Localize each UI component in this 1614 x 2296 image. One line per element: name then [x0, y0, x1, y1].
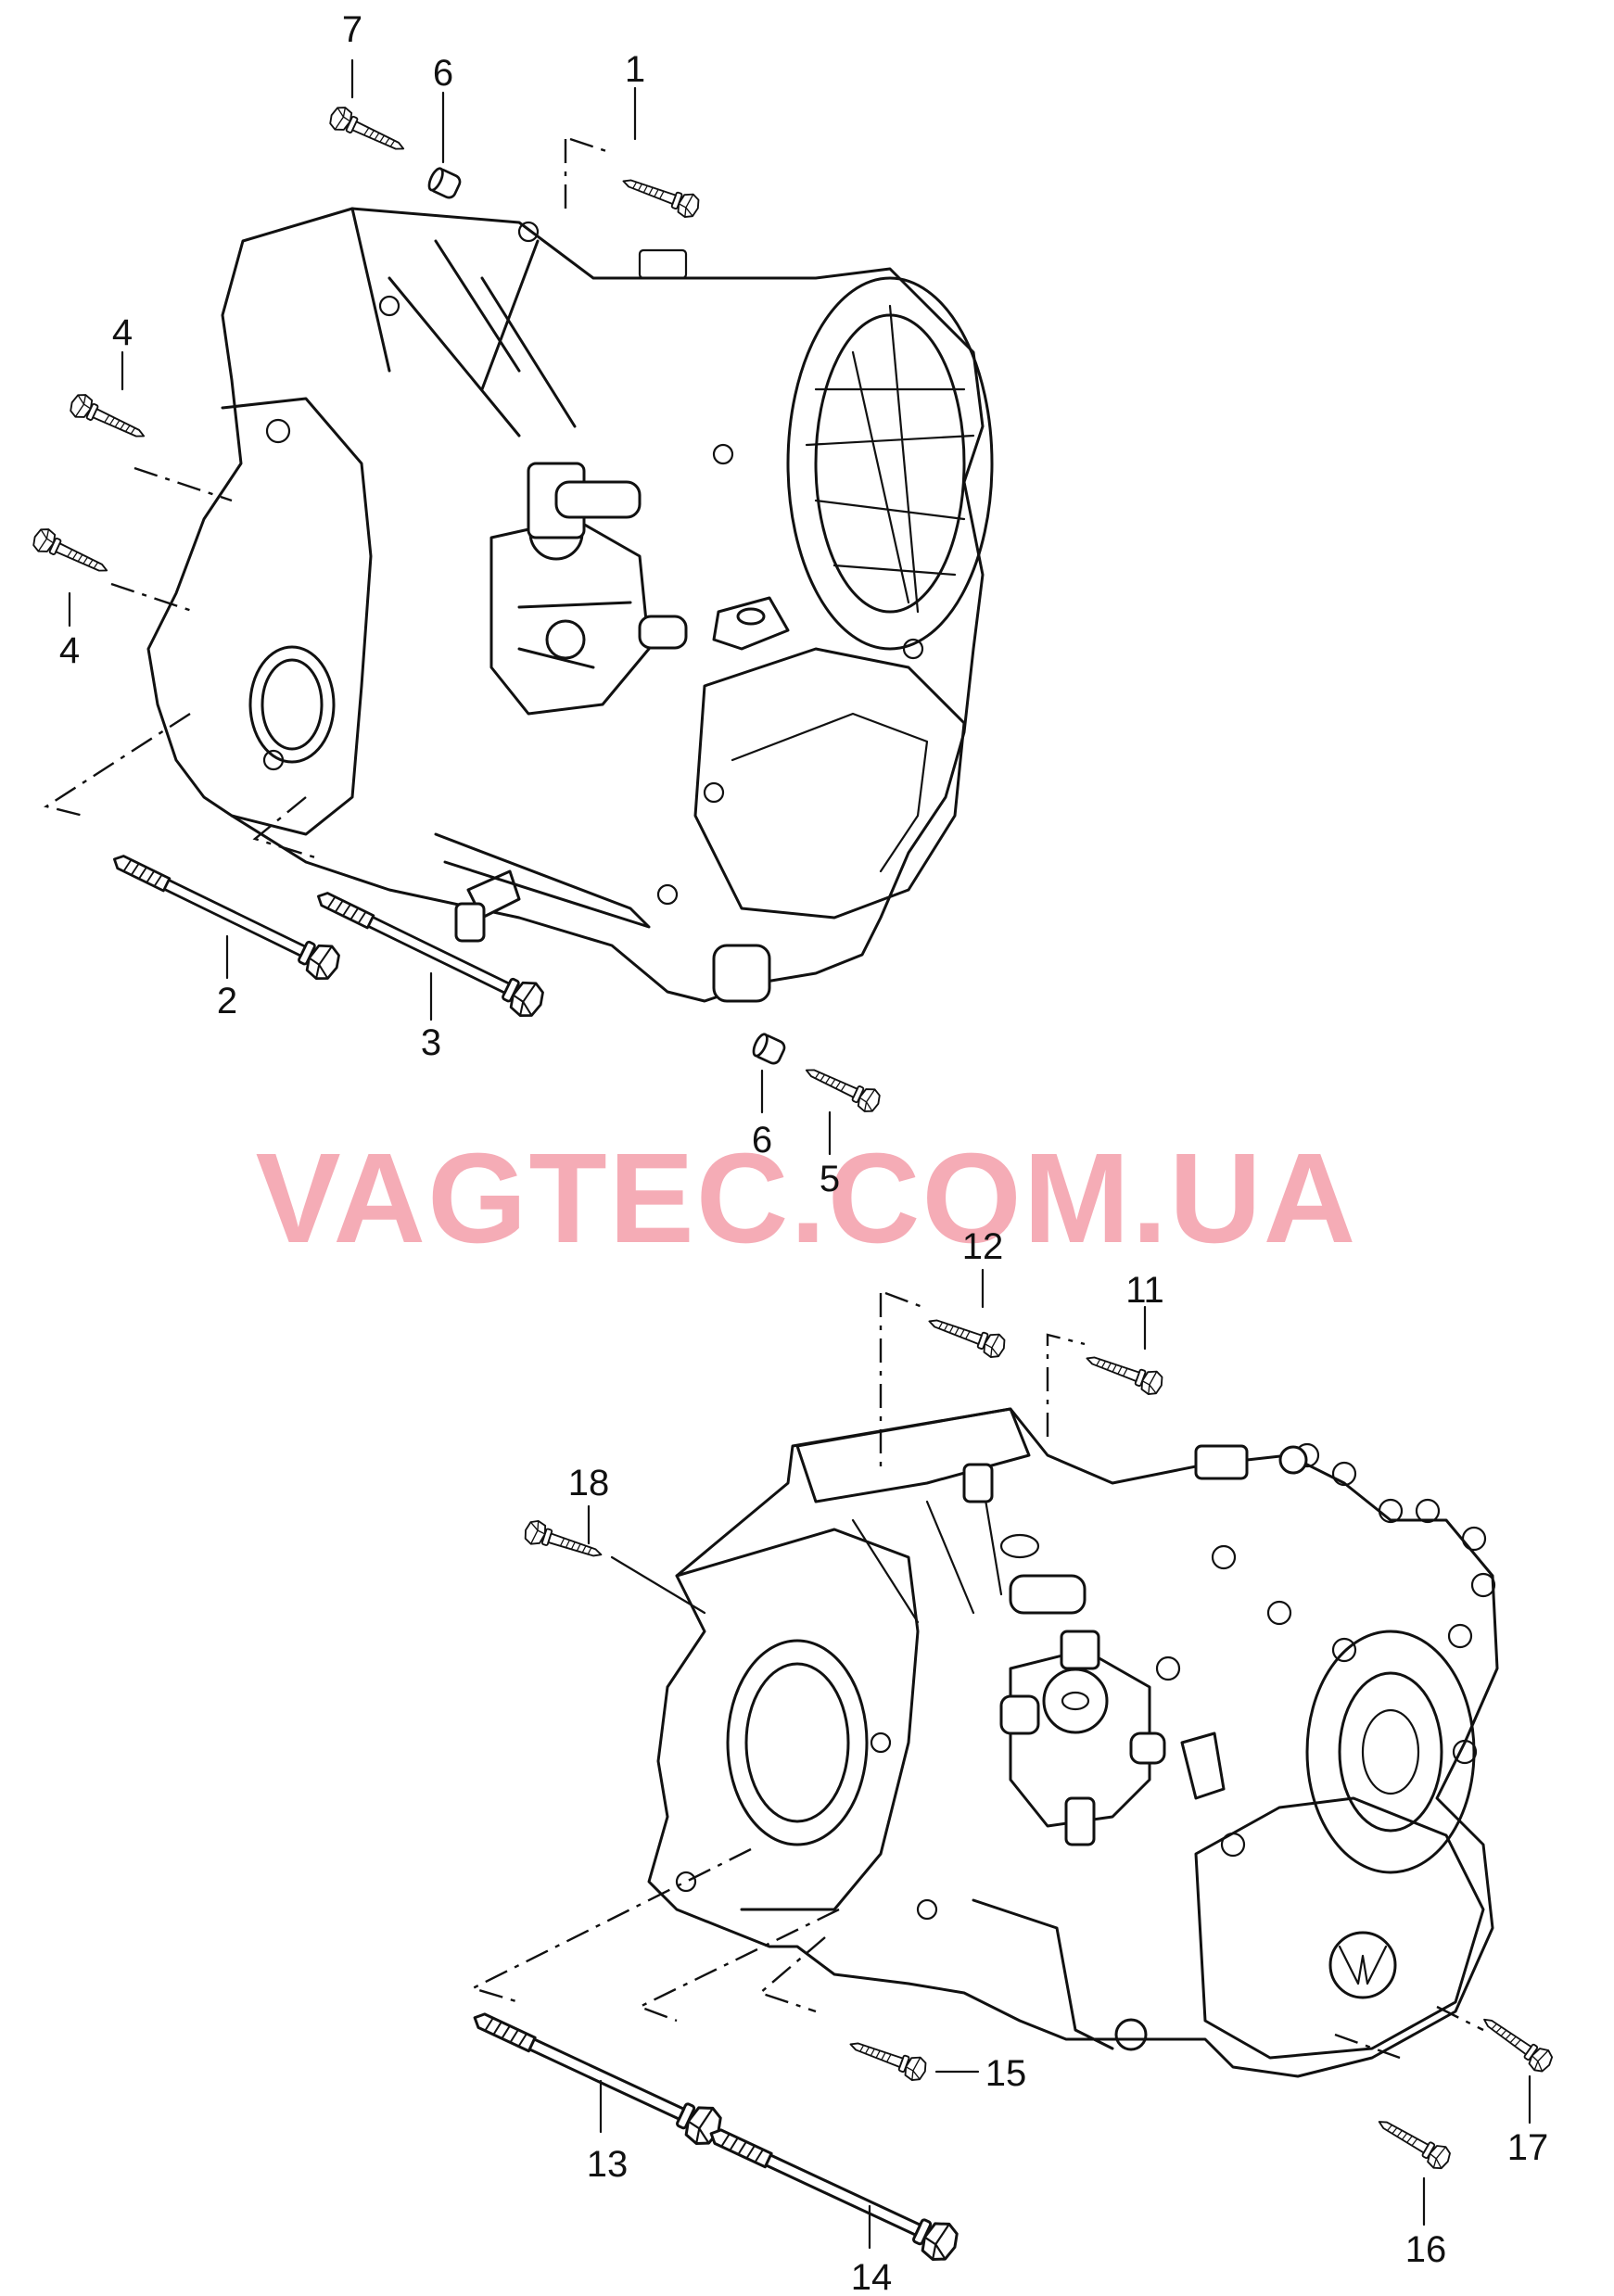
callout-4-lower: 4 [59, 630, 80, 671]
sleeve-item-6-top [425, 165, 464, 201]
callout-11: 11 [1125, 1270, 1164, 1311]
watermark-text: VAGTEC.COM.UA [256, 1127, 1358, 1270]
bolt-item-1 [617, 169, 703, 222]
bolt-item-4-lower [29, 524, 113, 582]
callout-12: 12 [962, 1226, 1004, 1267]
bolt-item-12 [923, 1309, 1009, 1362]
bolt-item-7 [325, 102, 410, 160]
stud-item-14 [701, 2115, 964, 2267]
stud-item-2 [105, 842, 346, 986]
bolt-item-17 [1476, 2009, 1557, 2076]
callout-6-upper: 6 [433, 53, 453, 94]
callouts-top: 1 2 3 4 4 5 6 6 7 [59, 9, 840, 1199]
callout-1: 1 [625, 49, 645, 90]
bolt-item-5 [800, 1059, 884, 1117]
callout-13: 13 [587, 2144, 629, 2185]
gearbox-assembly-top [146, 207, 994, 1003]
callout-17: 17 [1507, 2127, 1549, 2168]
callout-5: 5 [820, 1159, 840, 1199]
callout-14: 14 [851, 2257, 893, 2296]
callout-4-upper: 4 [112, 312, 133, 353]
bolt-item-11 [1081, 1346, 1166, 1399]
callout-7: 7 [342, 9, 362, 50]
callout-16: 16 [1405, 2229, 1447, 2270]
callout-6-lower: 6 [752, 1120, 772, 1161]
gearbox-assembly-bottom [647, 1407, 1499, 2078]
leader-lines-bottom [469, 1268, 1531, 2250]
callout-18: 18 [568, 1463, 610, 1503]
callout-15: 15 [985, 2053, 1027, 2094]
callouts-bottom: 11 12 13 14 15 16 17 18 [568, 1226, 1549, 2296]
stud-item-13 [464, 1999, 728, 2151]
bolt-item-4-upper [66, 389, 150, 448]
callout-2: 2 [217, 981, 237, 1021]
callout-3: 3 [421, 1022, 441, 1063]
bolt-item-18 [521, 1516, 606, 1567]
sleeve-item-6-bottom [749, 1031, 788, 1067]
bolt-item-15 [845, 2032, 930, 2085]
bolt-item-16 [1371, 2111, 1455, 2174]
leader-lines-top [44, 58, 832, 1156]
